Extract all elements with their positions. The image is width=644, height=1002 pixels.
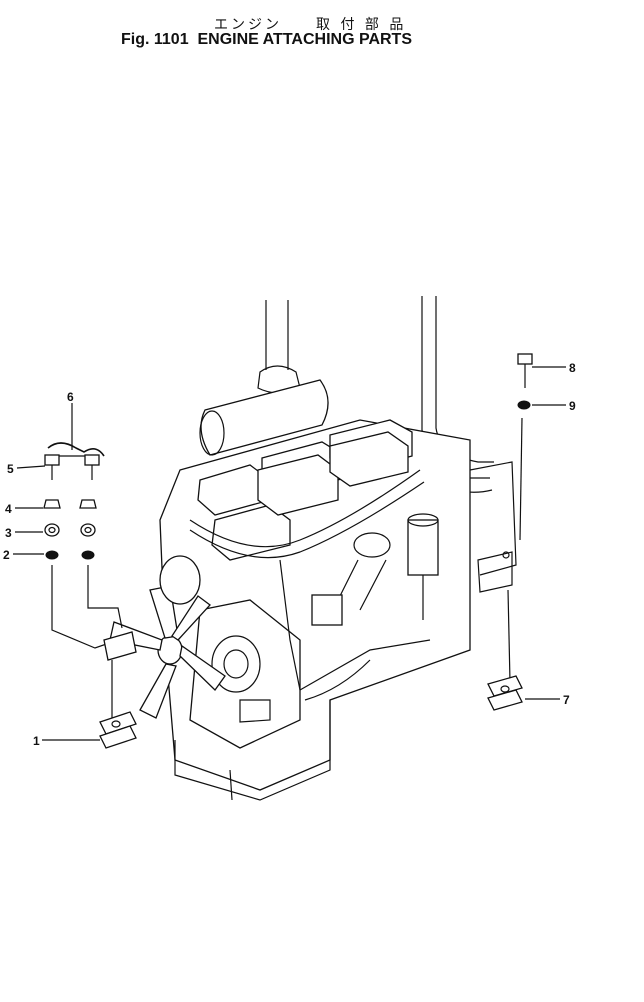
callout-5: 5 (7, 462, 14, 476)
engine-illustration (109, 296, 517, 801)
callout-6: 6 (67, 390, 74, 404)
figure-title-text: ENGINE ATTACHING PARTS (197, 31, 412, 48)
callout-7: 7 (563, 693, 570, 707)
callout-4: 4 (5, 502, 12, 516)
callout-8: 8 (569, 361, 576, 375)
callout-leaders (13, 366, 566, 741)
title-japanese: エンジン 取 付 部 品 (214, 17, 407, 33)
callout-2: 2 (3, 548, 10, 562)
callout-3: 3 (5, 526, 12, 540)
figure-number: Fig. 1101 (121, 31, 189, 48)
callout-9: 9 (569, 399, 576, 413)
callout-1: 1 (33, 734, 40, 748)
figure-title: Fig. 1101 ENGINE ATTACHING PARTS (121, 31, 412, 49)
right-mount-parts (487, 353, 533, 711)
cooling-fan (109, 585, 226, 719)
left-mount-parts (43, 442, 137, 749)
